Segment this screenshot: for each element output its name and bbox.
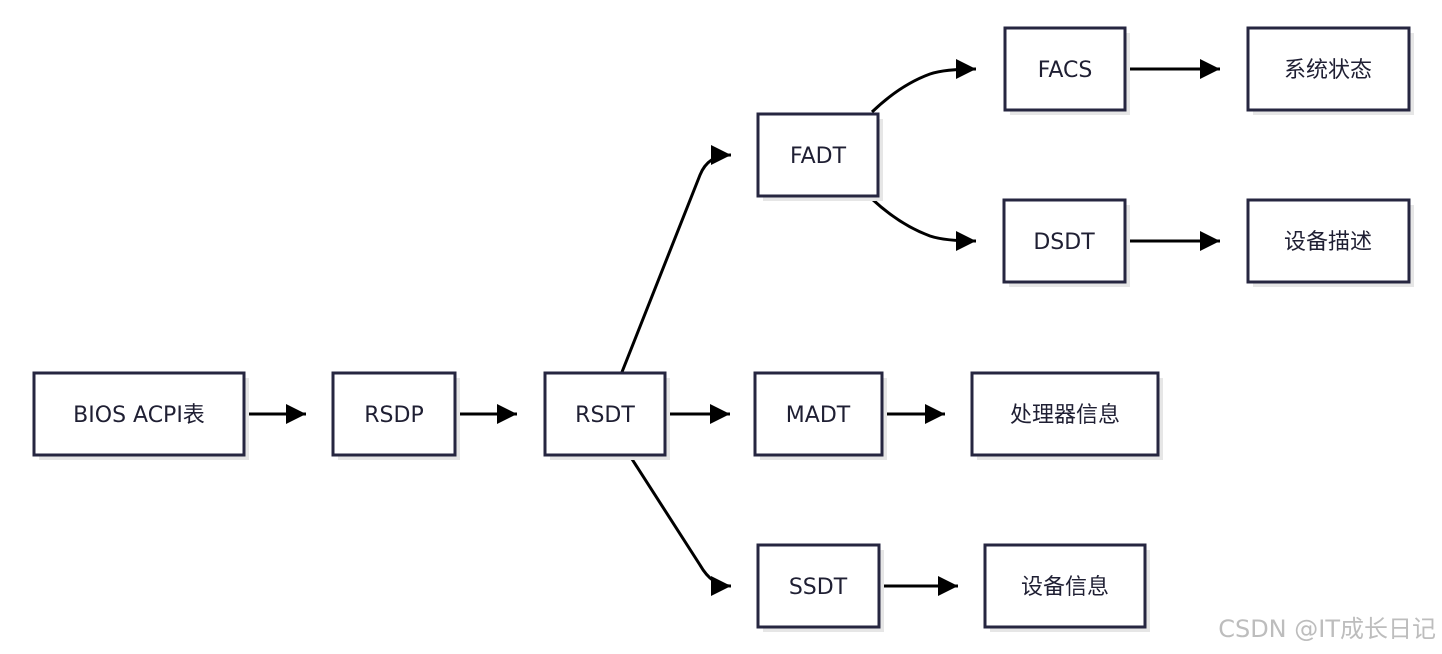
node-dsdt-label: DSDT (1033, 230, 1095, 255)
node-madt-label: MADT (786, 403, 851, 428)
node-madt: MADT (753, 371, 887, 460)
node-fadt: FADT (756, 112, 883, 201)
node-processor-info: 处理器信息 (970, 371, 1163, 460)
node-ssdt: SSDT (756, 543, 884, 632)
node-processor-info-label: 处理器信息 (1010, 403, 1120, 428)
node-device-info-label: 设备信息 (1021, 575, 1109, 600)
node-rsdt: RSDT (543, 371, 670, 460)
node-bios-acpi: BIOS ACPI表 (32, 371, 249, 460)
watermark: CSDN @IT成长日记 (1218, 615, 1436, 643)
edge-fadt-facs (870, 59, 977, 114)
node-ssdt-label: SSDT (789, 575, 848, 600)
node-device-description-label: 设备描述 (1284, 230, 1372, 255)
node-fadt-label: FADT (790, 144, 847, 169)
edge-rsdt-ssdt (628, 455, 731, 596)
node-rsdp: RSDP (331, 371, 460, 460)
edge-fadt-dsdt (870, 197, 977, 251)
node-rsdt-label: RSDT (575, 403, 635, 428)
node-system-state: 系统状态 (1246, 26, 1414, 115)
edges (244, 59, 1220, 596)
node-rsdp-label: RSDP (364, 403, 423, 428)
node-facs: FACS (1003, 26, 1130, 115)
node-bios-acpi-label: BIOS ACPI表 (73, 403, 205, 428)
node-facs-label: FACS (1038, 58, 1093, 83)
node-system-state-label: 系统状态 (1284, 58, 1372, 83)
node-device-description: 设备描述 (1246, 198, 1414, 287)
node-device-info: 设备信息 (983, 543, 1150, 632)
edge-rsdt-fadt (620, 145, 731, 373)
node-dsdt: DSDT (1002, 198, 1130, 287)
